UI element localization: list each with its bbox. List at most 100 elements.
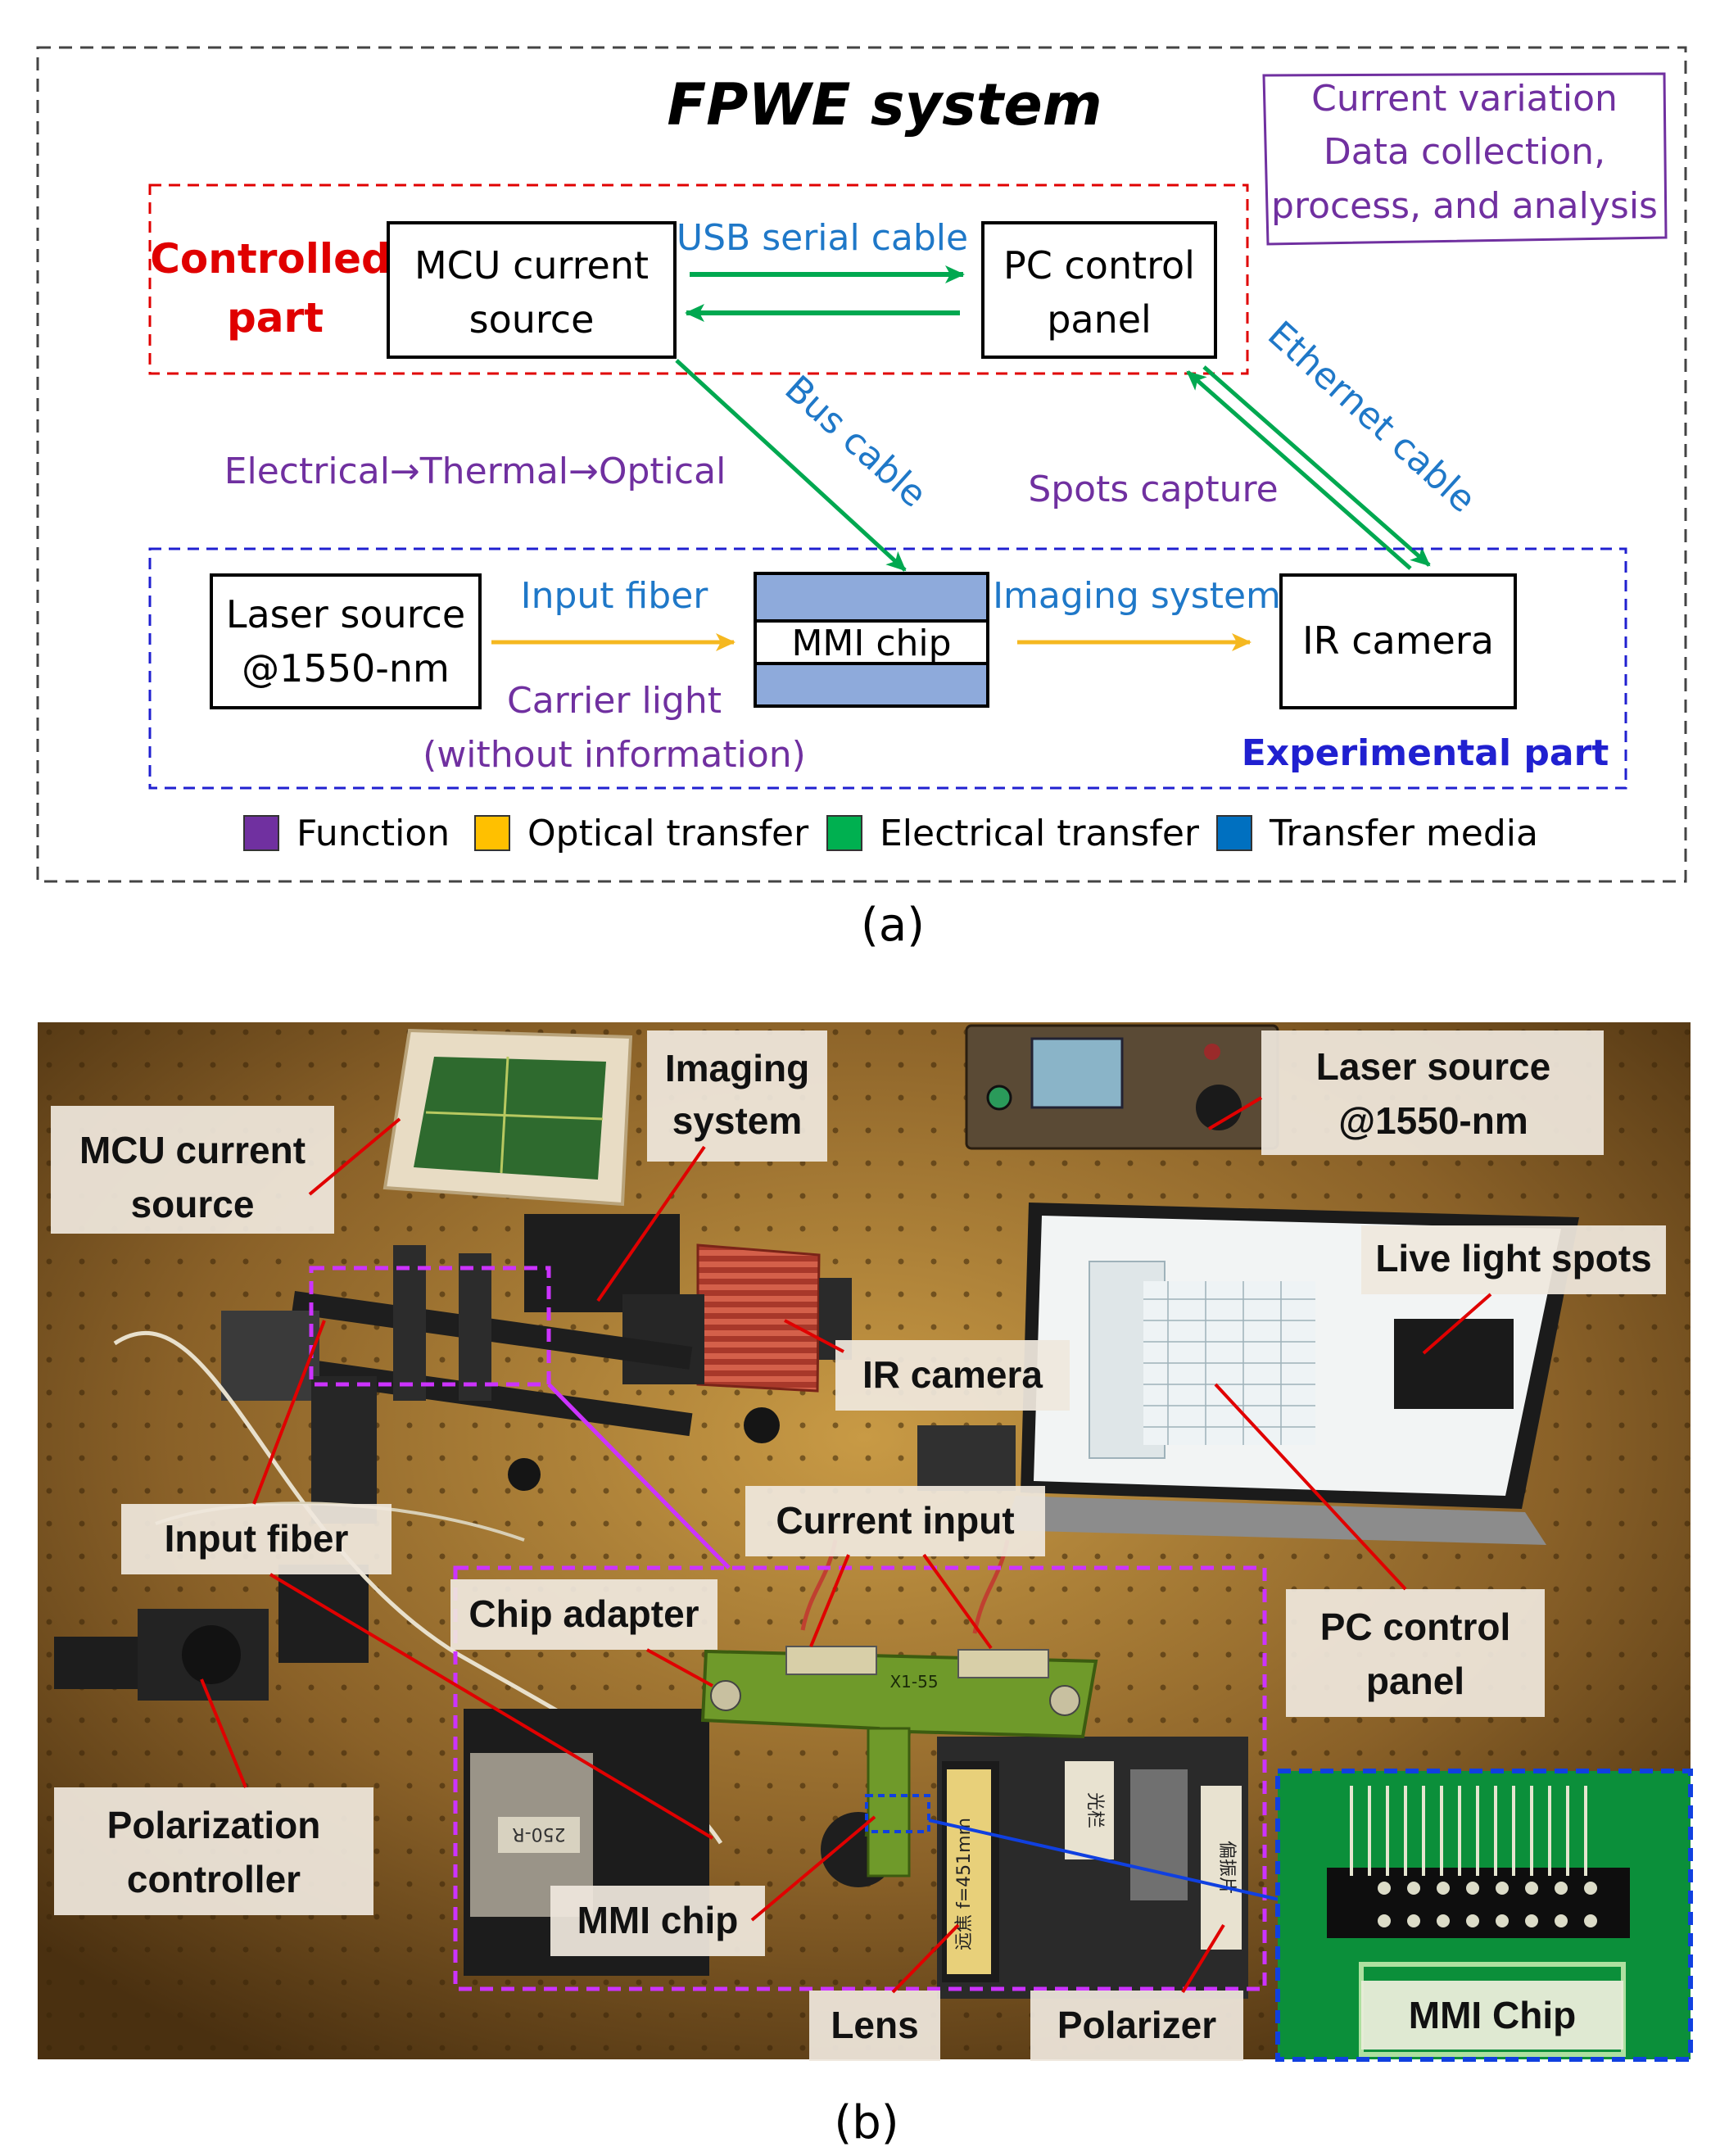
photo-label-input-fiber: Input fiber <box>165 1517 349 1560</box>
zoom-source-box <box>309 1266 551 1387</box>
photo-label-current-input: Current input <box>776 1499 1014 1542</box>
imaging-label: Imaging system <box>993 575 1281 617</box>
legend-swatch-function <box>243 815 279 851</box>
caption-b: (b) <box>834 2096 898 2149</box>
label-bg-polarization <box>54 1787 373 1915</box>
photo-label-mcu-1: MCU current <box>79 1129 306 1171</box>
ir-box <box>1279 573 1517 709</box>
photo-label-imaging-2: system <box>672 1099 803 1142</box>
chip-adapter-photo: X1-55 <box>700 1539 1098 1877</box>
leader-polarizer <box>1181 1923 1225 1994</box>
label-bg-chip-adapter <box>450 1579 717 1650</box>
panel-a: FPWE system Current variation Data colle… <box>36 46 1687 952</box>
ir-label: IR camera <box>1302 618 1494 663</box>
laser-box <box>210 573 482 709</box>
leader-mmi <box>750 1815 876 1922</box>
mcu-label-1: MCU current <box>414 243 649 288</box>
live-spots-screen <box>1394 1319 1514 1409</box>
caption-a: (a) <box>861 899 925 952</box>
chip-zoom-connector <box>928 1819 1283 1902</box>
photo-label-polarizer: Polarizer <box>1057 2004 1216 2046</box>
photo-label-polarization-2: controller <box>127 1858 301 1900</box>
ethernet-label: Ethernet cable <box>1260 314 1483 521</box>
label-bg-pc <box>1286 1589 1545 1717</box>
experimental-part-frame <box>148 547 1627 790</box>
carrier-label-2: (without information) <box>423 734 806 776</box>
pc-label-1: PC control <box>1003 243 1195 288</box>
legend: Function Optical transfer Electrical tra… <box>243 813 1538 854</box>
mmi-chip-diagram: MMI chip <box>754 572 989 708</box>
photo-label-laser-2: @1550-nm <box>1338 1099 1528 1142</box>
experimental-label: Experimental part <box>1242 732 1609 774</box>
input-fiber-label: Input fiber <box>521 575 709 617</box>
controlled-part-frame <box>148 183 1249 375</box>
photo-label-pc-1: PC control <box>1320 1606 1511 1648</box>
photo-label-polarization-1: Polarization <box>107 1804 321 1846</box>
photo-label-ir: IR camera <box>862 1353 1043 1396</box>
label-bg-mmi <box>550 1886 765 1956</box>
pc-box <box>981 221 1217 359</box>
mark-guanlan: 光栏 <box>1084 1792 1105 1828</box>
photo-label-mcu-2: source <box>131 1183 255 1225</box>
panel-b: 250-R 远焦 f=451mm 光栏 偏振片 X1-55 <box>38 1022 1693 2149</box>
leader-ir <box>784 1319 844 1353</box>
leader-pc <box>1214 1383 1407 1591</box>
legend-label-function: Function <box>296 813 450 854</box>
optics-rails-photo <box>221 1245 1016 1524</box>
note-box <box>1262 72 1668 246</box>
mark-250r: 250-R <box>512 1823 565 1844</box>
carrier-label-1: Carrier light <box>507 680 722 722</box>
legend-label-electrical: Electrical transfer <box>880 813 1200 854</box>
photo-label-pc-2: panel <box>1366 1660 1464 1702</box>
photo-label-chip-adapter: Chip adapter <box>468 1592 699 1635</box>
leader-mcu <box>308 1117 401 1196</box>
mcu-label-2: source <box>469 297 595 342</box>
label-bg-live-spots <box>1361 1225 1666 1294</box>
chip-zoom-box <box>865 1794 930 1833</box>
leader-current-input-left <box>809 1554 850 1647</box>
legend-label-media: Transfer media <box>1269 813 1538 854</box>
spots-label: Spots capture <box>1028 469 1278 510</box>
panel-a-title: FPWE system <box>667 71 1102 138</box>
leader-live-spots <box>1422 1293 1492 1355</box>
label-bg-polarizer <box>1030 1991 1243 2061</box>
laser-label-1: Laser source <box>226 592 465 636</box>
photo-label-lens: Lens <box>831 2004 918 2046</box>
laser-unit-photo <box>965 1024 1279 1150</box>
note-line-3: process, and analysis <box>1271 185 1658 227</box>
legend-label-optical: Optical transfer <box>527 813 809 854</box>
legend-swatch-electrical <box>826 815 862 851</box>
photo-label-laser-1: Laser source <box>1316 1045 1550 1088</box>
mark-lens: 远焦 f=451mm <box>954 1818 975 1950</box>
ethernet-arrow-up <box>1186 370 1412 570</box>
leader-laser <box>1207 1096 1263 1130</box>
photo-label-live-spots: Live light spots <box>1375 1237 1651 1280</box>
label-bg-lens <box>809 1991 940 2061</box>
note-line-1: Current variation <box>1311 78 1618 120</box>
leader-chip-adapter <box>646 1648 713 1687</box>
leader-polarization <box>200 1678 247 1788</box>
label-bg-imaging <box>647 1030 827 1162</box>
label-bg-input-fiber <box>121 1504 392 1574</box>
label-bg-mcu <box>51 1106 334 1234</box>
leader-input-fiber-down <box>269 1573 714 1840</box>
label-bg-inset <box>1361 1981 1623 2050</box>
note-line-2: Data collection, <box>1324 131 1605 173</box>
conversion-label: Electrical→Thermal→Optical <box>224 451 726 492</box>
leader-input-fiber-up <box>252 1320 326 1505</box>
mmi-label: MMI chip <box>791 623 951 664</box>
photo-label-mmi: MMI chip <box>577 1899 739 1941</box>
polarization-controller-photo <box>54 1565 369 1701</box>
bus-arrow <box>675 359 907 572</box>
leader-lens <box>891 1923 960 1994</box>
zoom-connector <box>547 1383 731 1569</box>
zoom-target-box <box>453 1565 1267 1991</box>
bus-label: Bus cable <box>776 368 935 516</box>
mmi-chip-core <box>754 619 989 665</box>
usb-label: USB serial cable <box>677 217 968 259</box>
photo-label-imaging-1: Imaging <box>665 1047 809 1089</box>
photo-label-inset: MMI Chip <box>1409 1994 1576 2036</box>
label-bg-ir <box>835 1340 1070 1411</box>
mark-x155: X1-55 <box>889 1672 938 1692</box>
